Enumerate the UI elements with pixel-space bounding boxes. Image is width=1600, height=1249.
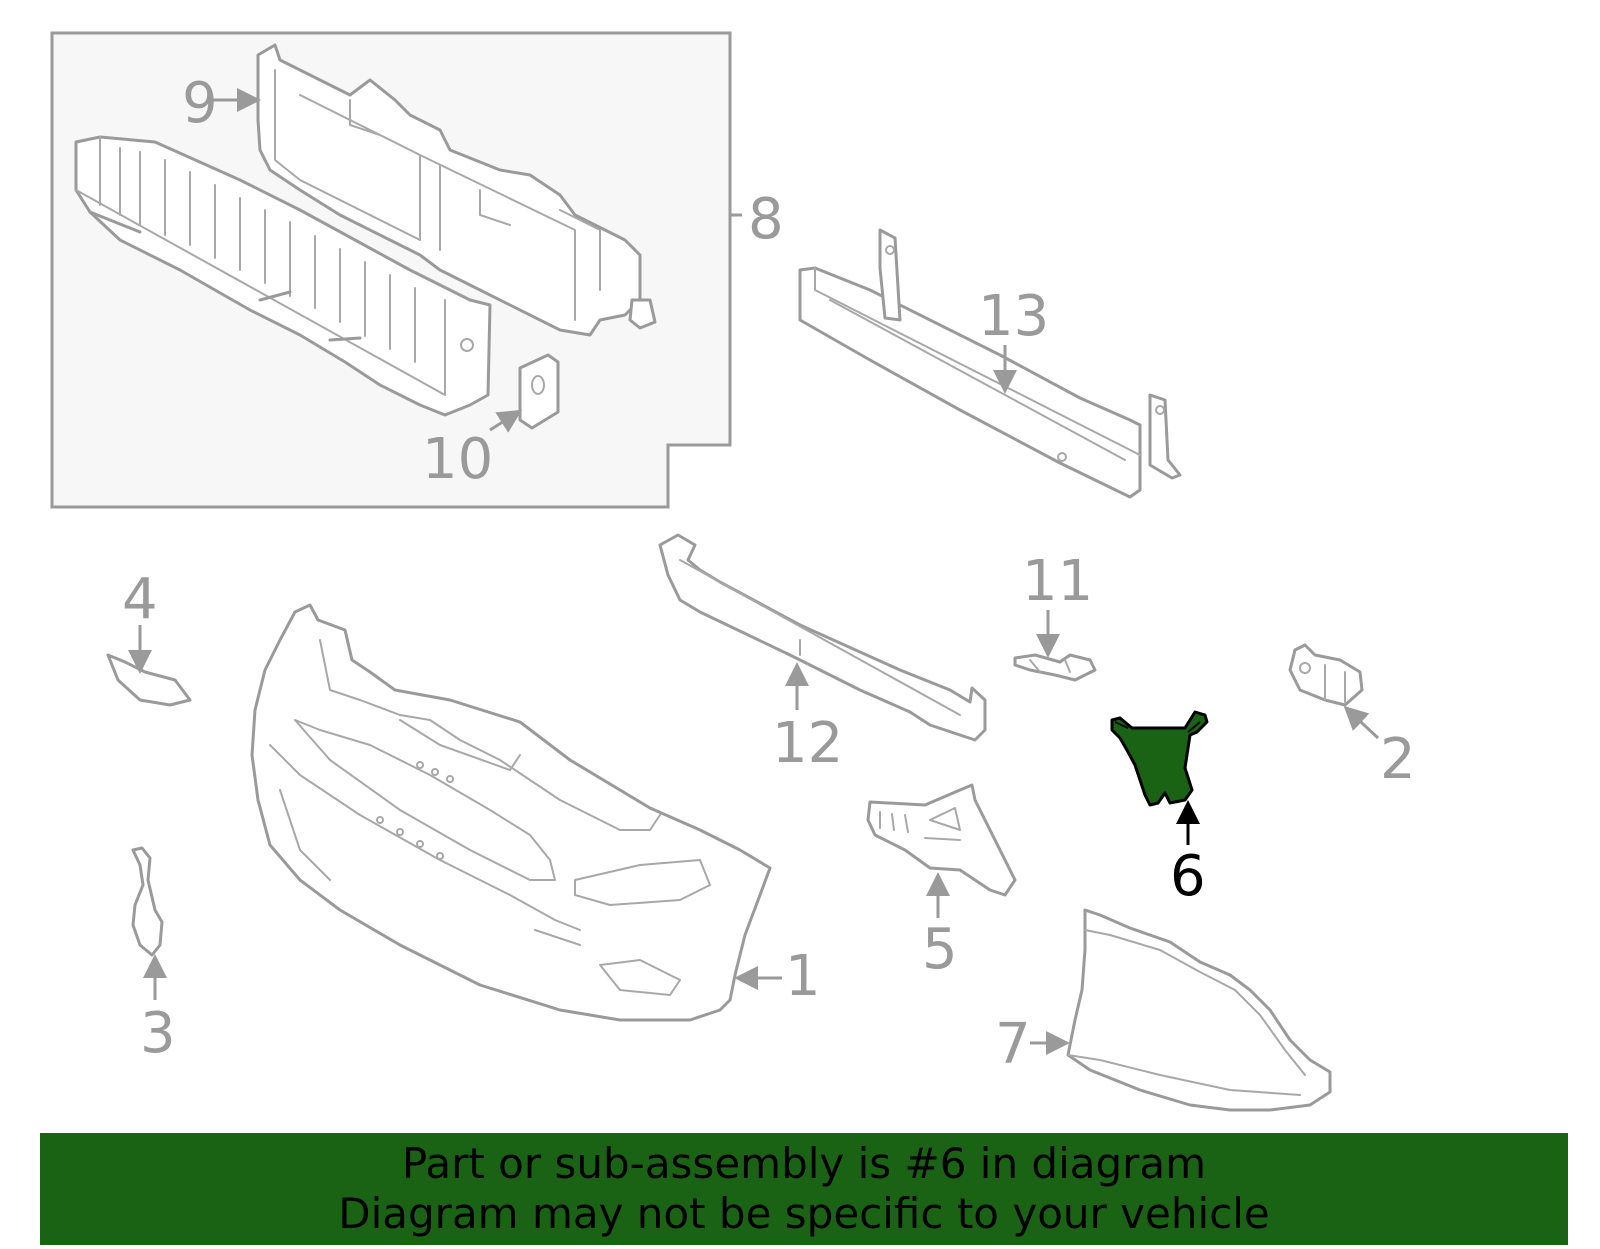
part-1-bumper-cover[interactable]	[250, 603, 772, 1022]
part-4-trim[interactable]	[106, 653, 192, 707]
banner-line-2: Diagram may not be specific to your vehi…	[338, 1189, 1270, 1238]
part-7-deflector[interactable]	[1066, 908, 1332, 1112]
callout-7: 7	[995, 1012, 1031, 1077]
callout-10: 10	[422, 427, 493, 492]
callout-1: 1	[785, 944, 821, 1009]
part-8-absorber[interactable]	[74, 135, 492, 417]
banner-line-1: Part or sub-assembly is #6 in diagram	[401, 1139, 1207, 1188]
callout-4: 4	[122, 567, 158, 632]
part-13-reinforcement[interactable]	[798, 228, 1182, 499]
callout-3: 3	[140, 1001, 176, 1066]
callout-2: 2	[1380, 727, 1416, 792]
part-6-highlighted-bracket[interactable]	[1110, 710, 1209, 807]
info-banner: Part or sub-assembly is #6 in diagram Di…	[40, 1133, 1568, 1245]
callout-9: 9	[182, 71, 218, 136]
callout-5: 5	[922, 917, 958, 982]
part-11-bracket[interactable]	[1013, 653, 1097, 682]
part-12-strip[interactable]	[658, 533, 987, 742]
part-3-strip[interactable]	[131, 846, 164, 957]
part-2-sensor-bracket[interactable]	[1288, 643, 1364, 707]
part-10-clip[interactable]	[518, 353, 560, 430]
callout-6: 6	[1170, 844, 1206, 909]
part-5-corner-bracket[interactable]	[866, 783, 1017, 897]
callout-11: 11	[1022, 549, 1093, 614]
callout-labels: 9 8 10 13 11 12 2 4 3 1 5 6 7	[122, 71, 1416, 1077]
leader-lines	[128, 88, 1380, 1055]
callout-8: 8	[748, 187, 784, 252]
callout-12: 12	[772, 711, 843, 776]
part-9-carrier[interactable]	[256, 43, 657, 337]
callout-13: 13	[978, 284, 1049, 349]
